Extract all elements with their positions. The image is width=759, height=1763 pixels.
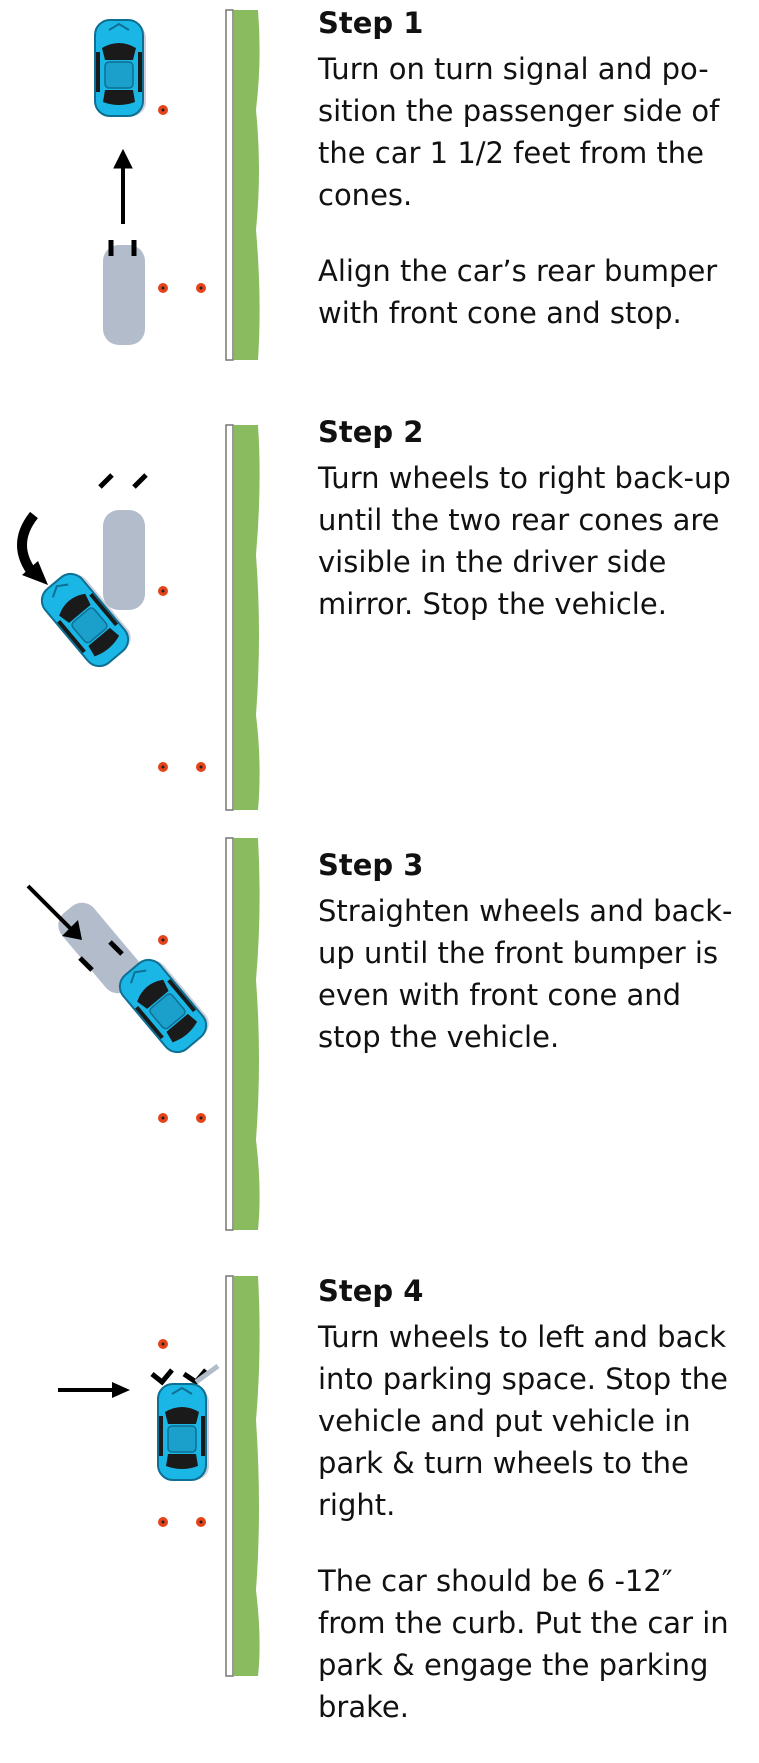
step-2-text: Step 2 Turn wheels to right back-up unti…: [318, 415, 748, 625]
step-3-panel: Step 3 Straighten wheels and back-up unt…: [0, 830, 759, 1235]
curb: [225, 9, 260, 361]
curb: [225, 424, 260, 811]
step-4-panel: Step 4 Turn wheels to left and back into…: [0, 1270, 759, 1760]
step-instruction: Turn wheels to right back-up until the t…: [318, 461, 731, 621]
active-car: [94, 19, 147, 117]
step-title: Step 1: [318, 6, 424, 40]
active-car: [157, 1383, 210, 1481]
cones: [158, 586, 206, 772]
cones: [158, 935, 206, 1123]
step-4-diagram: [58, 1275, 260, 1677]
trail-marks: [98, 473, 148, 489]
step-3-text: Step 3 Straighten wheels and back-up unt…: [318, 830, 748, 1058]
step-2-diagram: [17, 424, 260, 811]
step-title: Step 4: [318, 1274, 424, 1308]
step-1-diagram: [94, 9, 260, 361]
curb: [225, 1275, 260, 1677]
right-arrow: [58, 1382, 130, 1398]
trail-marks: [108, 240, 137, 256]
trail-marks: [78, 940, 124, 972]
step-title: Step 2: [318, 415, 424, 449]
step-instruction: Turn on turn signal and po-sition the pa…: [318, 52, 720, 212]
step-instruction: Straighten wheels and back-up until the …: [318, 894, 733, 1054]
cones: [158, 1339, 206, 1527]
cones: [158, 105, 206, 293]
step-1-text: Step 1 Turn on turn signal and po-sition…: [318, 0, 748, 334]
ghost-car: [103, 245, 145, 345]
step-2-panel: Step 2 Turn wheels to right back-up unti…: [0, 415, 759, 815]
step-4-text: Step 4 Turn wheels to left and back into…: [318, 1270, 748, 1728]
up-arrow: [113, 148, 133, 224]
step-title: Step 3: [318, 848, 424, 882]
ghost-car: [103, 510, 145, 610]
step-instruction: Align the car’s rear bumper with front c…: [318, 254, 718, 330]
step-instruction: The car should be 6 -12″ from the curb. …: [318, 1564, 729, 1724]
step-1-panel: Step 1 Turn on turn signal and po-sition…: [0, 0, 759, 370]
step-instruction: Turn wheels to left and back into parkin…: [318, 1320, 728, 1522]
curved-turn-arrow: [17, 511, 48, 585]
step-3-diagram: [26, 837, 260, 1231]
curb: [225, 837, 260, 1231]
trail-marks: [150, 1363, 220, 1386]
diagonal-arrow: [26, 884, 82, 940]
